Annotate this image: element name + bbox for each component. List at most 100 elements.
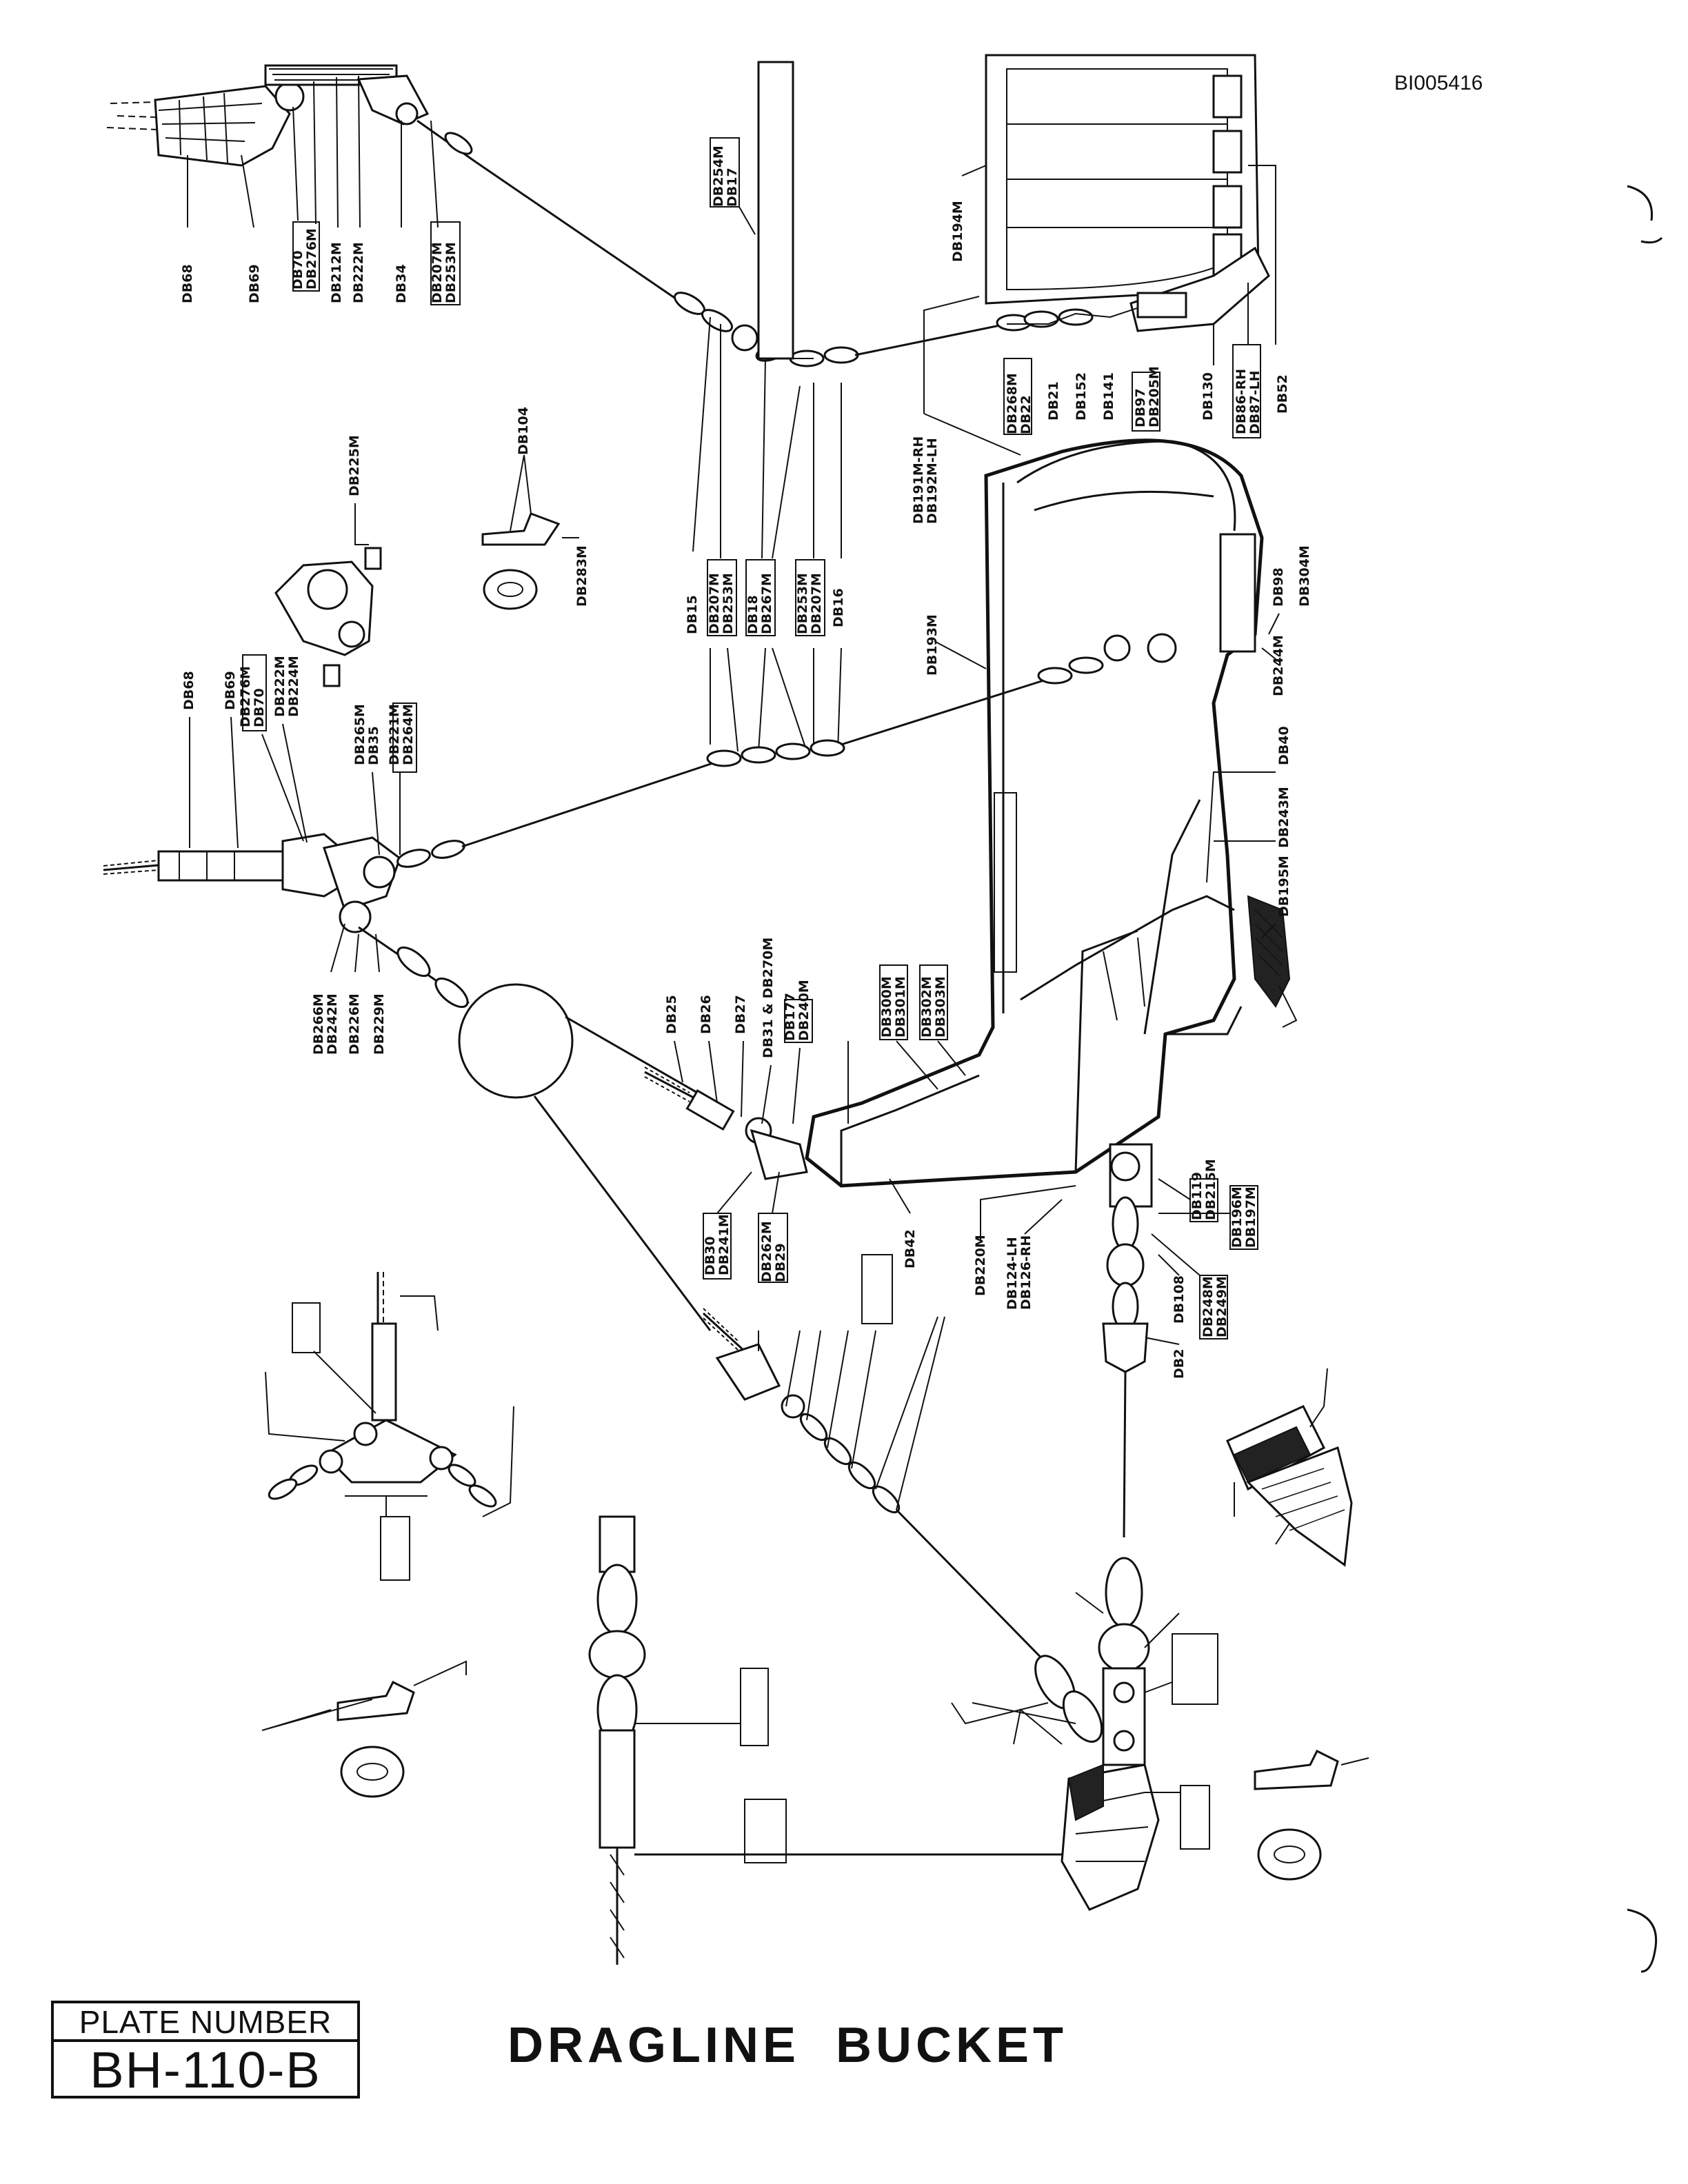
lbl-db21: DB21 xyxy=(1046,381,1061,421)
lbl-db196m: DB196M xyxy=(1229,1186,1245,1248)
lbl-db225m: DB225M xyxy=(347,435,362,496)
lbl-db193m: DB193M xyxy=(925,614,940,676)
lbl-db42: DB42 xyxy=(903,1229,918,1268)
lbl-db224m: DB224M xyxy=(286,656,301,717)
upper-hitch-assembly xyxy=(106,64,430,167)
dump-block xyxy=(358,926,712,1331)
lbl-db15: DB15 xyxy=(685,595,700,634)
lbl-db267m: DB267M xyxy=(759,573,774,634)
lbl-db35: DB35 xyxy=(366,726,381,765)
lbl-db300m: DB300M xyxy=(879,976,894,1038)
lbl-db52: DB52 xyxy=(1275,374,1290,414)
lbl-db119: DB119 xyxy=(1189,1172,1205,1220)
lbl-db254m: DB254M xyxy=(711,145,726,207)
lbl-db191m-rh: DB191M-RH xyxy=(911,436,926,524)
lbl-db240m: DB240M xyxy=(796,980,812,1041)
lbl-db241m-upper: DB241M xyxy=(716,1214,732,1275)
middle-hitch-labels: DB68 DB69 DB276M DB70 DB222M DB224M DB26… xyxy=(181,654,417,1055)
lbl-db253m-b: DB253M xyxy=(795,573,810,634)
lbl-db301m: DB301M xyxy=(893,976,908,1038)
lbl-db222m-mid: DB222M xyxy=(272,656,288,717)
hood-labels: DB194M DB191M-RH DB192M-LH DB268M DB22 D… xyxy=(911,165,1290,524)
spreader-bar: DB254M DB17 xyxy=(710,61,814,360)
lbl-db18: DB18 xyxy=(745,595,761,634)
lbl-db130: DB130 xyxy=(1200,372,1216,421)
lbl-db192m-lh: DB192M-LH xyxy=(925,438,940,524)
lbl-db220m: DB220M xyxy=(973,1235,988,1296)
lbl-db207m-b: DB207M xyxy=(809,573,824,634)
dump-lower-labels: DB30 DB241M DB262M DB29 DB42 DB220M DB12… xyxy=(703,1159,1258,1379)
lbl-db22: DB22 xyxy=(1018,395,1034,434)
lbl-db29: DB29 xyxy=(773,1243,788,1282)
lbl-db70-mid: DB70 xyxy=(252,688,267,727)
lbl-db69-mid: DB69 xyxy=(223,671,238,710)
lbl-db207m-top: DB207M xyxy=(430,242,445,303)
lbl-db197m: DB197M xyxy=(1243,1186,1258,1248)
body-labels: DB193M DB98 DB304M DB244M DB40 DB243M DB… xyxy=(847,545,1312,1124)
dump-rope-upper: DB25 DB26 DB27 DB31 & DB270M DB177 DB240… xyxy=(644,938,966,1180)
lbl-db226m: DB226M xyxy=(347,993,362,1055)
drag-socket-assembly xyxy=(951,1557,1218,1911)
drag-chain-lower xyxy=(702,1254,1053,1670)
lbl-db87-lh: DB87-LH xyxy=(1247,370,1263,434)
lbl-db194m: DB194M xyxy=(950,201,965,262)
lbl-db16: DB16 xyxy=(831,588,846,627)
lbl-db97: DB97 xyxy=(1133,388,1148,427)
lbl-db205m: DB205M xyxy=(1147,366,1162,427)
lbl-db248m: DB248M xyxy=(1200,1276,1216,1337)
lbl-db69-top: DB69 xyxy=(247,264,262,303)
lbl-db221m: DB221M xyxy=(387,704,402,765)
binder-marks xyxy=(1627,185,1663,1973)
lbl-db253m-top: DB253M xyxy=(443,242,459,303)
lbl-db126-rh: DB126-RH xyxy=(1018,1235,1034,1310)
hoist-chain-right xyxy=(1102,1196,1149,1538)
lbl-db212m: DB212M xyxy=(329,242,344,303)
lbl-db276m-top: DB276M xyxy=(304,228,319,290)
lbl-db244m: DB244M xyxy=(1271,635,1286,696)
lbl-db152: DB152 xyxy=(1074,372,1089,421)
spreader-chain-labels: DB15 DB207M DB253M DB18 DB267M DB253M DB… xyxy=(685,316,846,752)
lbl-db25-upper: DB25 xyxy=(664,995,679,1034)
bucket-body xyxy=(805,438,1298,1208)
dump-block-labels xyxy=(482,1406,514,1517)
lbl-db215m: DB215M xyxy=(1203,1159,1218,1220)
middle-hitch-assembly xyxy=(103,633,1177,933)
equalizer-assembly xyxy=(265,1272,497,1581)
lbl-db98: DB98 xyxy=(1271,567,1286,607)
small-parts-group-1: DB225M DB104 DB283M xyxy=(274,407,590,687)
lbl-db177: DB177 xyxy=(783,993,798,1041)
lbl-db68-top: DB68 xyxy=(180,264,195,303)
tooth-detail xyxy=(1226,1368,1353,1567)
plate-number-box: PLATE NUMBER BH-110-B xyxy=(51,2001,360,2099)
lbl-db34: DB34 xyxy=(394,264,409,303)
lbl-db124-lh: DB124-LH xyxy=(1005,1237,1020,1310)
lbl-db207m-a: DB207M xyxy=(707,573,722,634)
lbl-db303m: DB303M xyxy=(933,976,948,1038)
lbl-db141: DB141 xyxy=(1101,372,1116,421)
lbl-db283m: DB283M xyxy=(574,545,590,607)
lbl-db30-upper: DB30 xyxy=(703,1236,718,1275)
lbl-db222m-top: DB222M xyxy=(351,242,366,303)
lbl-db304m: DB304M xyxy=(1297,545,1312,607)
lbl-db17: DB17 xyxy=(725,168,740,207)
lbl-db195m: DB195M xyxy=(1276,856,1292,917)
lbl-db253m-a: DB253M xyxy=(721,573,736,634)
hood-assembly xyxy=(985,54,1270,332)
lbl-db276m-mid: DB276M xyxy=(238,666,253,727)
drawing-title: DRAGLINE BUCKET xyxy=(508,2018,1067,2073)
lbl-db262m: DB262M xyxy=(759,1221,774,1282)
plate-caption: PLATE NUMBER xyxy=(54,2003,357,2042)
lbl-db243m: DB243M xyxy=(1276,787,1292,848)
upper-hitch-labels: DB68 DB69 DB70 DB276M DB212M DB222M DB34… xyxy=(180,75,461,305)
lbl-db108: DB108 xyxy=(1172,1275,1187,1324)
lbl-db104: DB104 xyxy=(516,407,531,455)
upper-drag-chains xyxy=(416,119,1187,367)
lbl-db68-mid: DB68 xyxy=(181,671,197,710)
lbl-db229m: DB229M xyxy=(372,993,387,1055)
lbl-db2: DB2 xyxy=(1172,1349,1187,1379)
plate-number: BH-110-B xyxy=(90,2041,321,2099)
loose-parts xyxy=(261,1660,1369,1881)
lbl-db242m: DB242M xyxy=(325,993,340,1055)
